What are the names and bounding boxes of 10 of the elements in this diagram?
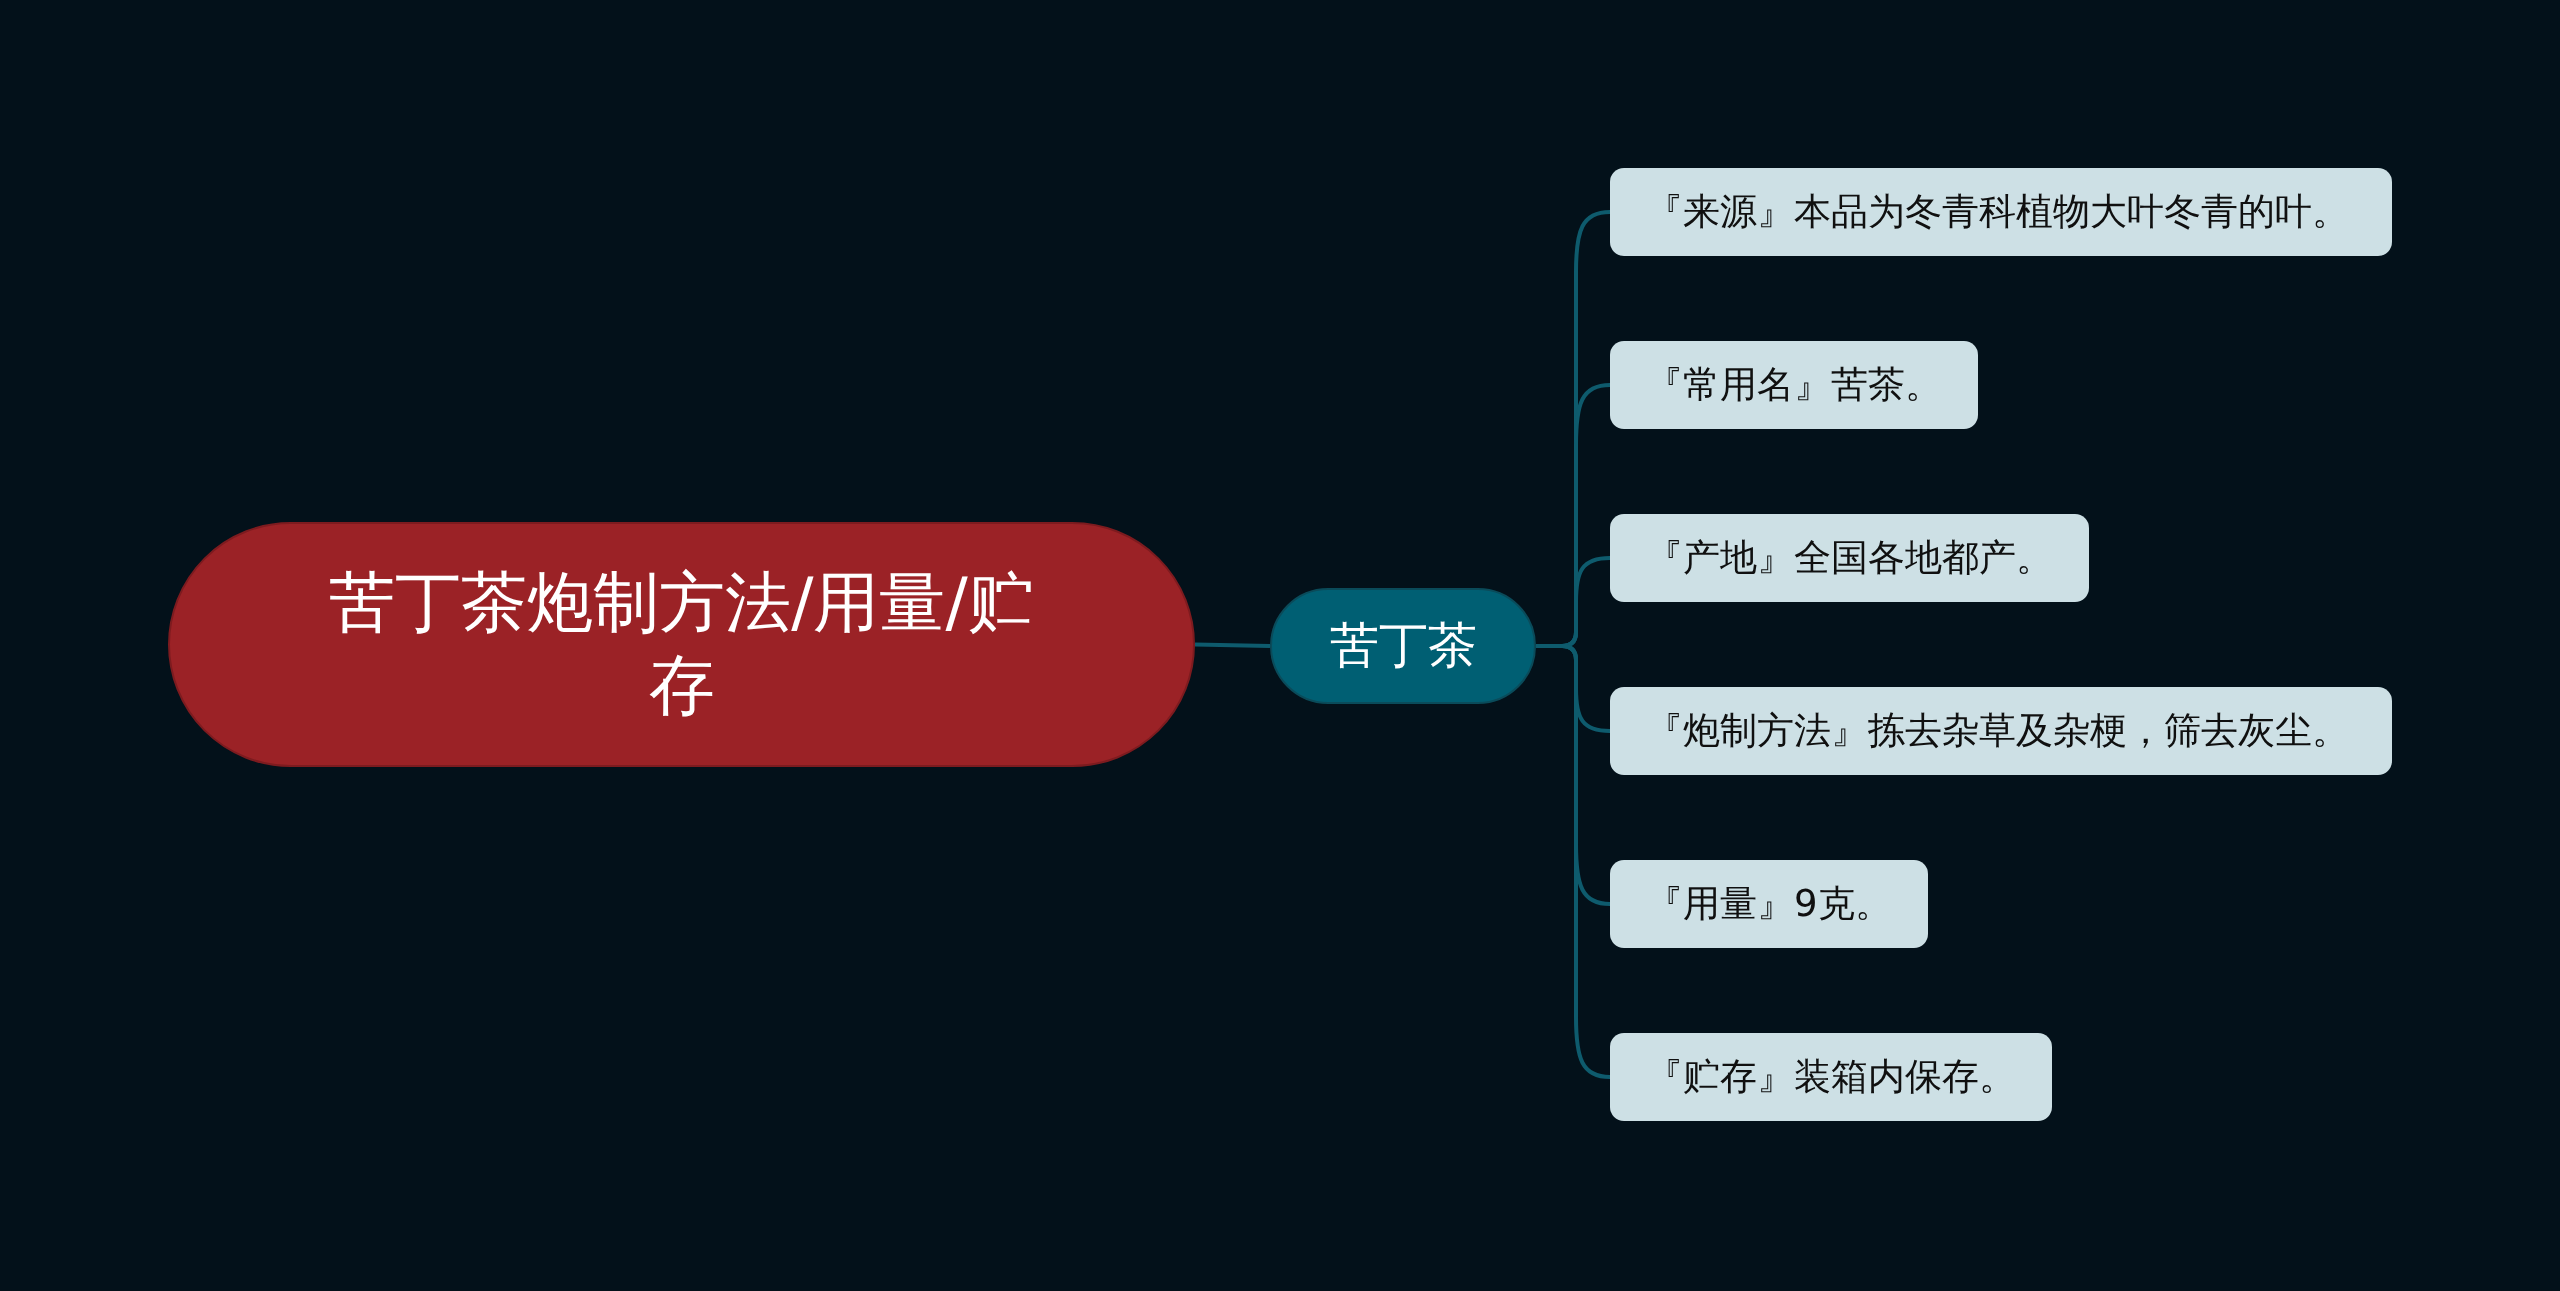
note-box: 『用量』9克。 [1610, 860, 1928, 948]
note-box: 『贮存』装箱内保存。 [1610, 1033, 2052, 1121]
subtopic-pill: 苦丁茶 [1270, 588, 1536, 704]
note-box: 『炮制方法』拣去杂草及杂梗，筛去灰尘。 [1610, 687, 2392, 775]
note-box: 『来源』本品为冬青科植物大叶冬青的叶。 [1610, 168, 2392, 256]
note-box: 『产地』全国各地都产。 [1610, 514, 2089, 602]
connector-line [1536, 644, 1611, 1079]
topic-pill: 苦丁茶炮制方法/用量/贮存 [168, 522, 1195, 767]
note-box: 『常用名』苦茶。 [1610, 341, 1978, 429]
connector-line [1194, 642, 1271, 648]
